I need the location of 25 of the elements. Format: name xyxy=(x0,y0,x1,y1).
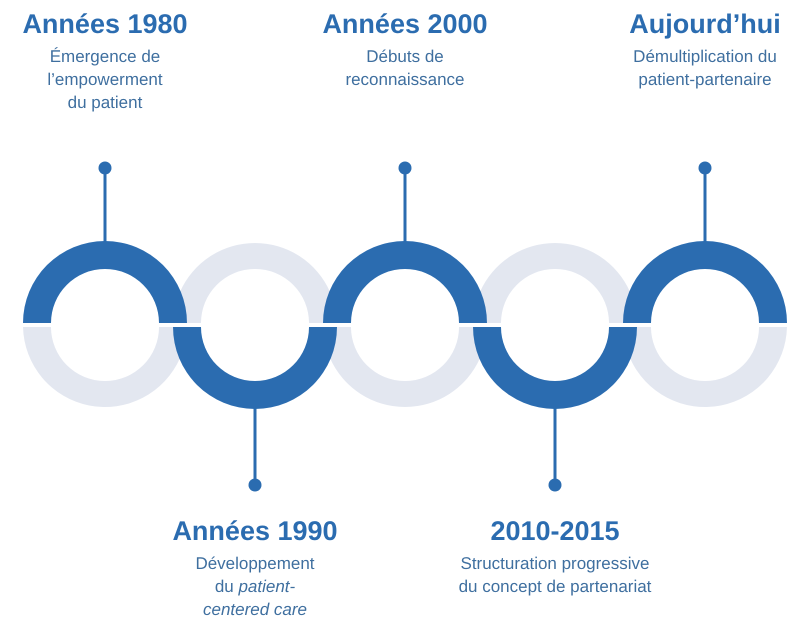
milestone-heading: Années 2000 xyxy=(322,8,488,41)
arc-segment xyxy=(323,241,487,323)
milestone-description: Émergence de l’empowerment du patient xyxy=(46,46,164,114)
milestone-description: Structuration progressive du concept de partenariat xyxy=(458,552,652,598)
leader-line xyxy=(248,407,262,492)
arc-segment xyxy=(330,327,480,407)
milestone-description: Débuts de reconnaissance xyxy=(344,46,466,91)
arc-segment xyxy=(180,243,330,323)
milestone-heading: 2010-2015 xyxy=(489,515,621,548)
arc-segment xyxy=(623,241,787,323)
milestone-description: Développement du patient-centered care xyxy=(194,552,316,621)
milestone-description: Démultiplication du patient-partenaire xyxy=(632,46,778,91)
arc-segment xyxy=(23,327,180,408)
milestone-heading: Aujourd’hui xyxy=(628,8,782,41)
leader-line xyxy=(698,162,712,243)
milestone-heading: Années 1990 xyxy=(172,515,338,548)
arc-segment xyxy=(480,243,630,323)
leader-line xyxy=(98,162,112,243)
arc-segment xyxy=(173,327,337,409)
milestone-heading: Années 1980 xyxy=(22,8,188,41)
arc-segment xyxy=(473,327,637,409)
arc-segment xyxy=(23,241,187,323)
leader-line xyxy=(398,162,412,243)
leader-line xyxy=(548,407,562,492)
arc-segment xyxy=(630,327,787,408)
